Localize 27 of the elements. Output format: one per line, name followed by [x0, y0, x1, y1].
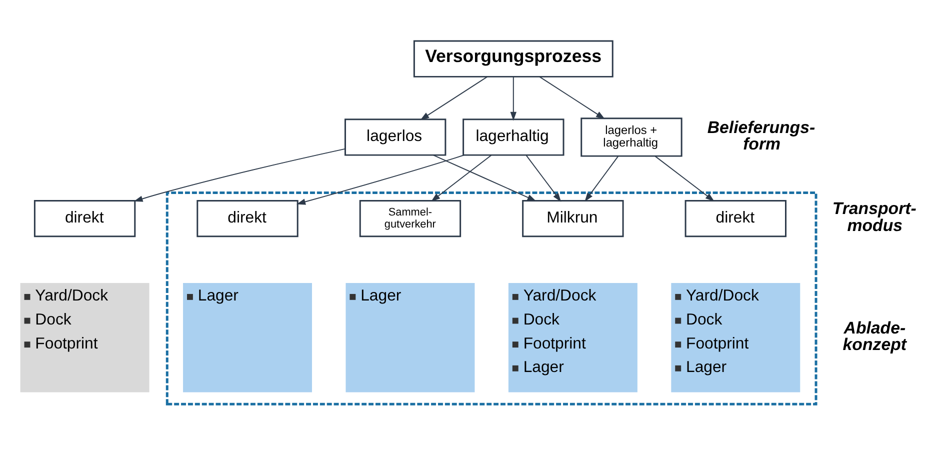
node-box: Versorgungsprozess [413, 40, 614, 77]
arrow [134, 148, 346, 202]
arrow [654, 155, 714, 201]
node-box: lagerlos [344, 118, 446, 156]
node-box: direkt [684, 199, 786, 237]
arrow [526, 154, 562, 202]
arrow [510, 76, 517, 120]
label: Belieferungs- form [707, 117, 816, 154]
node-box: Sammel- gutverkehr [359, 199, 462, 237]
node-box: lagerlos + lagerhaltig [580, 117, 682, 156]
label: Ablade- konzept [842, 318, 906, 354]
arrow [420, 76, 488, 120]
node-box: direkt [196, 199, 298, 237]
arrow [431, 154, 492, 201]
node-box: Milkrun [522, 199, 624, 237]
node-box: Lager [183, 282, 312, 392]
arrow [539, 76, 605, 119]
label: Transport- modus [832, 198, 916, 235]
node-box: Yard/Dock Dock Footprint Lager [671, 282, 800, 392]
node-box: direkt [34, 199, 136, 237]
arrow [584, 155, 619, 202]
arrow [432, 154, 536, 201]
arrow [296, 154, 464, 204]
node-box: Yard/Dock Dock Footprint [20, 282, 150, 392]
node-box: lagerhaltig [462, 118, 564, 156]
node-box: Yard/Dock Dock Footprint Lager [508, 282, 638, 392]
node-box: Lager [346, 282, 475, 392]
